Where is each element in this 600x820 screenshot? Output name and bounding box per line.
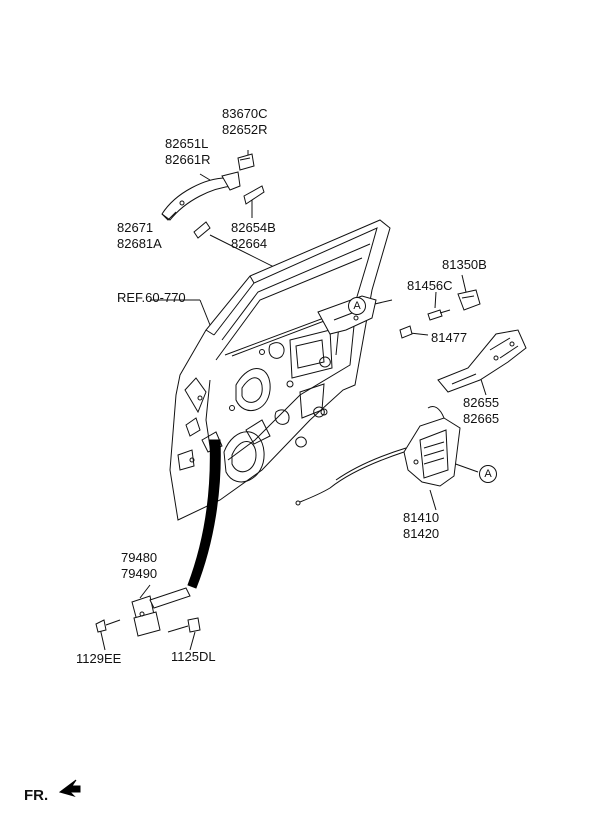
handle-bracket[interactable] [437, 329, 527, 393]
handle-cap[interactable] [237, 153, 255, 171]
rear-door-panel[interactable] [169, 219, 391, 521]
label-line-2: 79490 [121, 566, 158, 581]
label-82655[interactable]: 82655 82665 [463, 395, 499, 427]
label-line-1: 82671 [117, 220, 154, 235]
latch-clip[interactable] [457, 289, 481, 311]
label-83670c[interactable]: 83670C 82652R [222, 106, 268, 138]
label-line-1: 82655 [463, 395, 500, 410]
callout-a-door: A [348, 297, 366, 315]
label-line-2: 82652R [222, 122, 268, 137]
label-81350b[interactable]: 81350B [442, 257, 487, 272]
label-line-1: 82651L [165, 136, 209, 151]
outside-handle-upper[interactable] [161, 171, 241, 221]
label-line-1: 81410 [403, 510, 440, 525]
label-1129ee[interactable]: 1129EE [76, 651, 122, 666]
bolt-1129ee[interactable] [95, 619, 121, 633]
bolt-81477[interactable] [399, 325, 413, 339]
label-line-1: 83670C [222, 106, 268, 121]
label-line-2: 82665 [463, 411, 500, 426]
label-81410[interactable]: 81410 81420 [403, 510, 439, 542]
handle-gasket[interactable] [193, 221, 211, 239]
front-arrow-icon [58, 779, 81, 798]
screw-81456c[interactable] [427, 309, 451, 321]
label-82671[interactable]: 82671 82681A [117, 220, 162, 252]
label-line-1: 79480 [121, 550, 158, 565]
label-79480[interactable]: 79480 79490 [121, 550, 157, 582]
callout-a-latch: A [479, 465, 497, 483]
label-81477[interactable]: 81477 [431, 330, 468, 345]
label-line-2: 82661R [165, 152, 211, 167]
label-line-1: 82654B [231, 220, 276, 235]
label-1125dl[interactable]: 1125DL [171, 649, 216, 664]
bolt-1125dl[interactable] [167, 617, 201, 633]
label-82651l[interactable]: 82651L 82661R [165, 136, 211, 168]
door-latch-actuator[interactable] [403, 405, 461, 487]
label-line-2: 81420 [403, 526, 440, 541]
label-82654b[interactable]: 82654B 82664 [231, 220, 276, 252]
label-81456c[interactable]: 81456C [407, 278, 453, 293]
latch-cable [295, 447, 407, 506]
label-line-2: 82664 [231, 236, 268, 251]
label-line-2: 82681A [117, 236, 162, 251]
front-direction-label: FR. [24, 787, 49, 804]
door-checker[interactable] [131, 587, 191, 637]
weatherstrip-strip [187, 439, 221, 589]
label-ref-60-770[interactable]: REF.60-770 [117, 290, 186, 305]
handle-pad[interactable] [243, 185, 265, 205]
